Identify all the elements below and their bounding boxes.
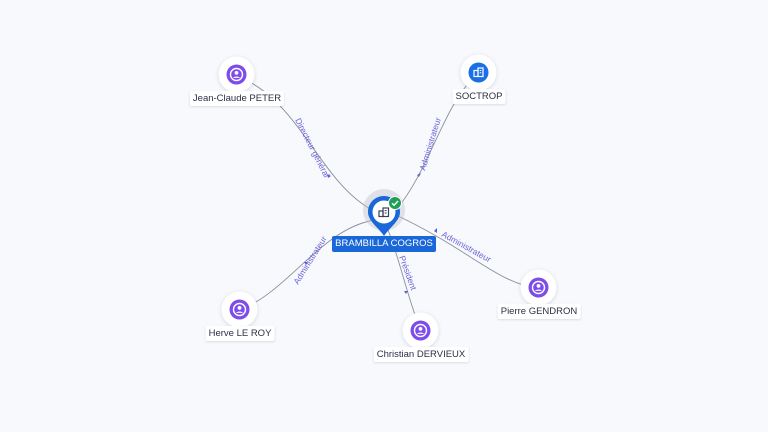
node-label[interactable]: Jean-Claude PETER (189, 91, 285, 106)
edge-herve-le-roy (239, 219, 375, 311)
person-icon (410, 320, 431, 341)
node-label[interactable]: Herve LE ROY (205, 326, 275, 341)
edge-label-christian-dervieux: Président (397, 254, 419, 292)
edge-arrow (434, 228, 437, 233)
node-label[interactable]: Pierre GENDRON (497, 304, 581, 319)
person-icon (229, 299, 250, 320)
node-herve-le-roy[interactable] (221, 291, 258, 328)
edge-arrow (417, 173, 421, 177)
person-icon (528, 277, 549, 298)
node-soctrop[interactable] (460, 54, 497, 91)
person-icon (226, 64, 247, 85)
node-christian-dervieux[interactable] (402, 312, 439, 349)
node-label[interactable]: Christian DERVIEUX (373, 347, 469, 362)
edge-arrow (327, 174, 331, 178)
node-pierre-gendron[interactable] (520, 269, 557, 306)
node-label[interactable]: SOCTROP (452, 89, 506, 104)
company-building-icon (468, 62, 489, 83)
edge-label-soctrop: Administrateur (417, 116, 443, 171)
edge-arrow (304, 262, 308, 265)
edge-arrow (404, 291, 408, 294)
node-jean-claude-peter[interactable] (218, 56, 255, 93)
check-icon (388, 196, 402, 210)
edge-jean-claude-peter (236, 75, 373, 211)
edge-label-jean-claude-peter: Directeur général (293, 116, 332, 179)
center-node-label[interactable]: BRAMBILLA COGROS (332, 236, 436, 252)
edge-label-herve-le-roy: Administrateur (291, 234, 329, 286)
edge-label-pierre-gendron: Administrateur (440, 229, 493, 264)
building-icon (378, 207, 390, 218)
